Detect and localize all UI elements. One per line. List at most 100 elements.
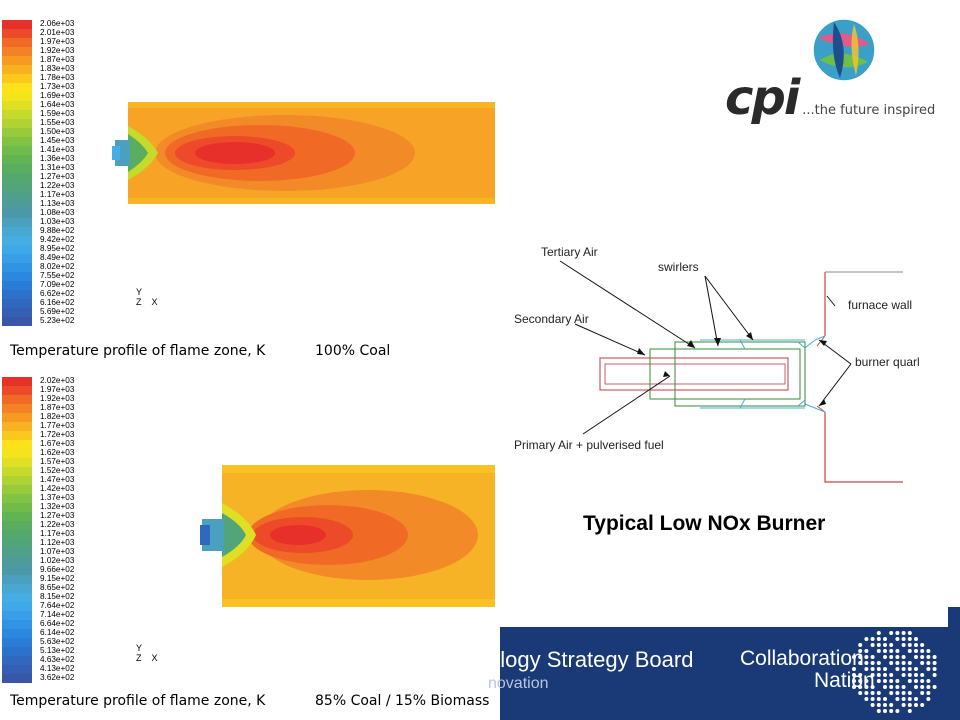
legend-value: 2.06e+03 [40, 19, 75, 28]
legend-value: 1.41e+03 [40, 145, 75, 154]
dot [895, 709, 900, 713]
legend-swatch [2, 101, 32, 110]
legend-swatch [2, 629, 32, 638]
legend-value: 1.72e+03 [40, 430, 75, 439]
legend-swatch [2, 476, 32, 485]
condition-label: 85% Coal / 15% Biomass [315, 693, 490, 709]
dot [864, 697, 869, 701]
legend-value: 9.88e+02 [40, 226, 75, 235]
dot [883, 709, 887, 713]
legend-value: 1.50e+03 [40, 127, 75, 136]
dot [907, 679, 912, 683]
dot [920, 655, 925, 659]
dot [864, 685, 869, 689]
dot [907, 637, 912, 641]
color-legend [2, 377, 32, 683]
dot [858, 649, 863, 653]
dot [883, 655, 887, 659]
legend-value: 5.69e+02 [40, 307, 75, 316]
color-legend [2, 20, 32, 326]
legend-swatch [2, 422, 32, 431]
dot [883, 637, 887, 641]
legend-value: 1.78e+03 [40, 73, 75, 82]
dot [901, 703, 906, 707]
legend-value: 1.27e+03 [40, 511, 75, 520]
legend-swatch [2, 209, 32, 218]
legend-value: 1.03e+03 [40, 217, 75, 226]
legend-value: 7.14e+02 [40, 610, 75, 619]
legend-value: 4.63e+02 [40, 655, 75, 664]
dot [907, 673, 912, 677]
legend-value: 1.73e+03 [40, 82, 75, 91]
dot [889, 661, 894, 665]
dot [889, 643, 894, 647]
dot [870, 697, 875, 701]
legend-swatch [2, 119, 32, 128]
dot [895, 667, 900, 671]
legend-value: 1.32e+03 [40, 502, 75, 511]
legend-value: 7.64e+02 [40, 601, 75, 610]
legend-value: 8.49e+02 [40, 253, 75, 262]
dot [920, 685, 925, 689]
dot [876, 703, 881, 707]
dot [883, 643, 887, 647]
dot [889, 703, 894, 707]
legend-swatch [2, 404, 32, 413]
legend-swatch [2, 584, 32, 593]
dot [889, 631, 894, 635]
legend-swatch [2, 431, 32, 440]
legend-value: 6.64e+02 [40, 619, 75, 628]
dot [852, 679, 856, 683]
dot [926, 697, 931, 701]
legend-value: 1.17e+03 [40, 190, 75, 199]
dot [895, 691, 900, 695]
legend-swatch [2, 665, 32, 674]
legend-value: 1.07e+03 [40, 547, 75, 556]
burner-title: Typical Low NOx Burner [583, 512, 826, 535]
legend-swatch [2, 611, 32, 620]
legend-swatch [2, 164, 32, 173]
dot [901, 673, 906, 677]
dot [907, 661, 912, 665]
dot [889, 691, 894, 695]
legend-swatch [2, 173, 32, 182]
dot [914, 667, 918, 671]
legend-swatch [2, 38, 32, 47]
dot [864, 667, 869, 671]
dot [883, 697, 887, 701]
legend-value: 1.13e+03 [40, 199, 75, 208]
legend-value: 1.27e+03 [40, 172, 75, 181]
legend-value: 1.69e+03 [40, 91, 75, 100]
dot [883, 649, 887, 653]
dot [901, 661, 906, 665]
dot [926, 667, 931, 671]
label-burner-quarl: burner quarl [855, 355, 920, 369]
dot [870, 655, 875, 659]
dot [932, 667, 937, 671]
dot [914, 637, 918, 641]
legend-value: 2.01e+03 [40, 28, 75, 37]
dot [920, 649, 925, 653]
legend-value: 9.42e+02 [40, 235, 75, 244]
dot [889, 673, 894, 677]
legend-swatch [2, 386, 32, 395]
dot [876, 643, 881, 647]
legend-swatch [2, 413, 32, 422]
legend-value: 1.52e+03 [40, 466, 75, 475]
partner-banner: ology Strategy Board novation Collaborat… [488, 627, 948, 720]
legend-value: 6.16e+02 [40, 298, 75, 307]
axis-z-label: Z [136, 297, 142, 307]
legend-value: 6.62e+02 [40, 289, 75, 298]
legend-value: 1.87e+03 [40, 403, 75, 412]
dot [858, 673, 863, 677]
dot [852, 667, 856, 671]
dot [920, 661, 925, 665]
legend-swatch [2, 530, 32, 539]
legend-swatch [2, 593, 32, 602]
legend-swatch [2, 200, 32, 209]
dot [932, 685, 937, 689]
